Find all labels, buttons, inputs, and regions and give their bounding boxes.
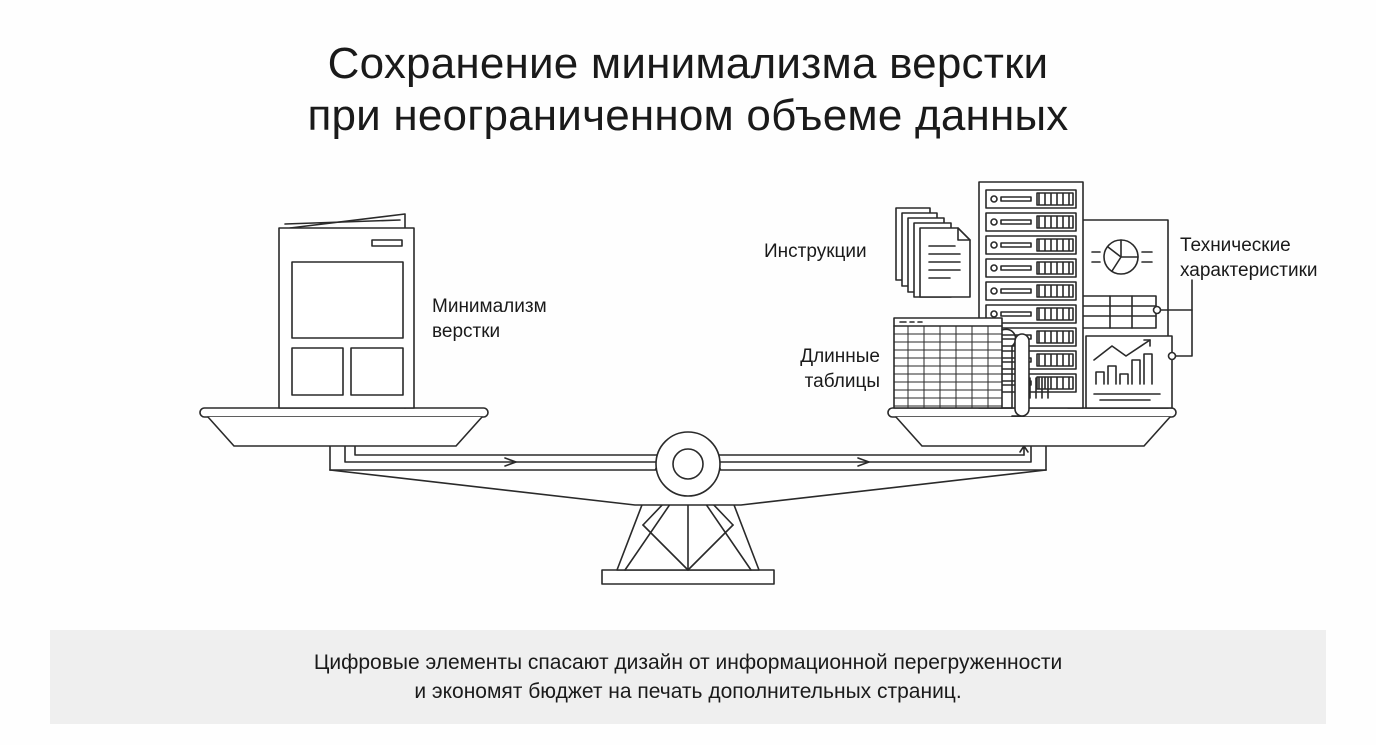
title-line-2: при неограниченном объеме данных (307, 91, 1069, 140)
label-tech-line-2: характеристики (1180, 260, 1318, 281)
left-pan (199, 407, 489, 447)
label-tech-specs: Технические характеристики (1180, 233, 1318, 283)
caption-box: Цифровые элементы спасают дизайн от инфо… (50, 630, 1326, 724)
server-unit (985, 212, 1077, 232)
table-grid-lines (893, 325, 1003, 409)
minimal-layout-document-icon (278, 213, 415, 409)
pivot-wheel (655, 431, 721, 497)
caption-line-2: и экономят бюджет на печать дополнительн… (414, 680, 962, 703)
tech-label-connector (1152, 279, 1193, 361)
label-tables-line-1: Длинные (800, 346, 880, 367)
label-long-tables: Длинные таблицы (770, 344, 880, 394)
balance-scale-diagram (199, 181, 1193, 585)
page-title: Сохранение минимализма верстки при неогр… (0, 38, 1376, 142)
server-unit (985, 189, 1077, 209)
server-unit (985, 235, 1077, 255)
server-unit (985, 304, 1077, 324)
label-minimal-layout: Минимализм верстки (432, 294, 547, 344)
label-minimal-line-2: верстки (432, 321, 501, 342)
label-tables-line-2: таблицы (804, 371, 880, 392)
label-tech-line-1: Технические (1180, 235, 1291, 256)
label-minimal-line-1: Минимализм (432, 296, 547, 317)
label-instructions: Инструкции (764, 241, 867, 262)
growth-chart-sheet-icon (1085, 335, 1173, 409)
long-tables-icon (893, 317, 1030, 417)
instructions-docs-icon (895, 207, 971, 298)
caption-text: Цифровые элементы спасают дизайн от инфо… (50, 648, 1326, 706)
right-pan (887, 407, 1177, 447)
server-unit (985, 258, 1077, 278)
server-unit (985, 281, 1077, 301)
title-line-1: Сохранение минимализма верстки (327, 39, 1049, 88)
caption-line-1: Цифровые элементы спасают дизайн от инфо… (313, 651, 1063, 674)
